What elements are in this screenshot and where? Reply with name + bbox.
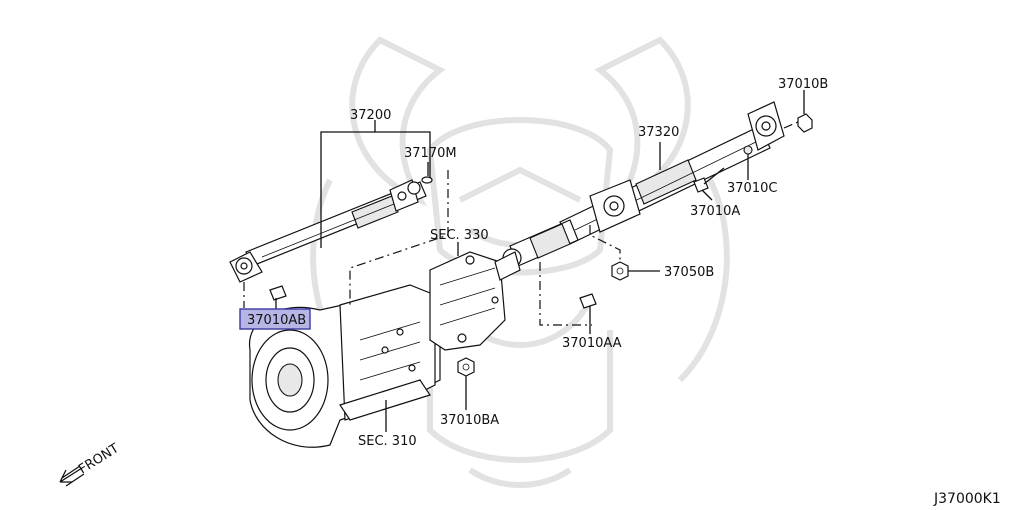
dashed-conn-rear-flange <box>783 121 799 129</box>
label-sec310[interactable]: SEC. 310 <box>358 434 417 449</box>
label-37010ba[interactable]: 37010BA <box>440 413 499 428</box>
diagram-code: J37000K1 <box>933 491 1001 507</box>
label-37010c[interactable]: 37010C <box>727 181 777 196</box>
nut-37010b[interactable] <box>797 90 813 133</box>
label-sec330[interactable]: SEC. 330 <box>430 228 489 243</box>
transmission-assembly[interactable] <box>249 284 441 448</box>
label-37010b[interactable]: 37010B <box>778 77 828 92</box>
front-direction-arrow: FRONT <box>59 441 122 487</box>
highlight-37010ab <box>239 308 311 330</box>
dashed-conn-front-shaft <box>349 170 449 305</box>
label-37320[interactable]: 37320 <box>638 125 679 140</box>
label-37200[interactable]: 37200 <box>350 108 391 123</box>
dashed-conn-transfer <box>539 262 592 326</box>
snap-ring-37170m[interactable] <box>421 176 433 184</box>
dashed-conn-center-bearing <box>589 225 621 262</box>
nut-37050b[interactable] <box>611 261 660 281</box>
rear-propeller-shaft[interactable] <box>502 101 785 268</box>
washer-37010c[interactable] <box>743 145 753 180</box>
label-37010aa[interactable]: 37010AA <box>562 336 622 351</box>
label-37010a[interactable]: 37010A <box>690 204 740 219</box>
transfer-case-assembly[interactable] <box>429 251 521 351</box>
bolt-37010ab[interactable] <box>269 285 287 310</box>
label-37050b[interactable]: 37050B <box>664 265 714 280</box>
label-37170m[interactable]: 37170M <box>404 146 457 161</box>
front-label: FRONT <box>76 441 122 477</box>
bolt-37010aa[interactable] <box>579 293 597 334</box>
label-37010ab[interactable]: 37010AB <box>247 313 306 328</box>
front-propeller-shaft[interactable] <box>229 179 427 283</box>
bolt-37010a[interactable] <box>693 167 725 201</box>
nut-37010ba[interactable] <box>457 357 475 410</box>
